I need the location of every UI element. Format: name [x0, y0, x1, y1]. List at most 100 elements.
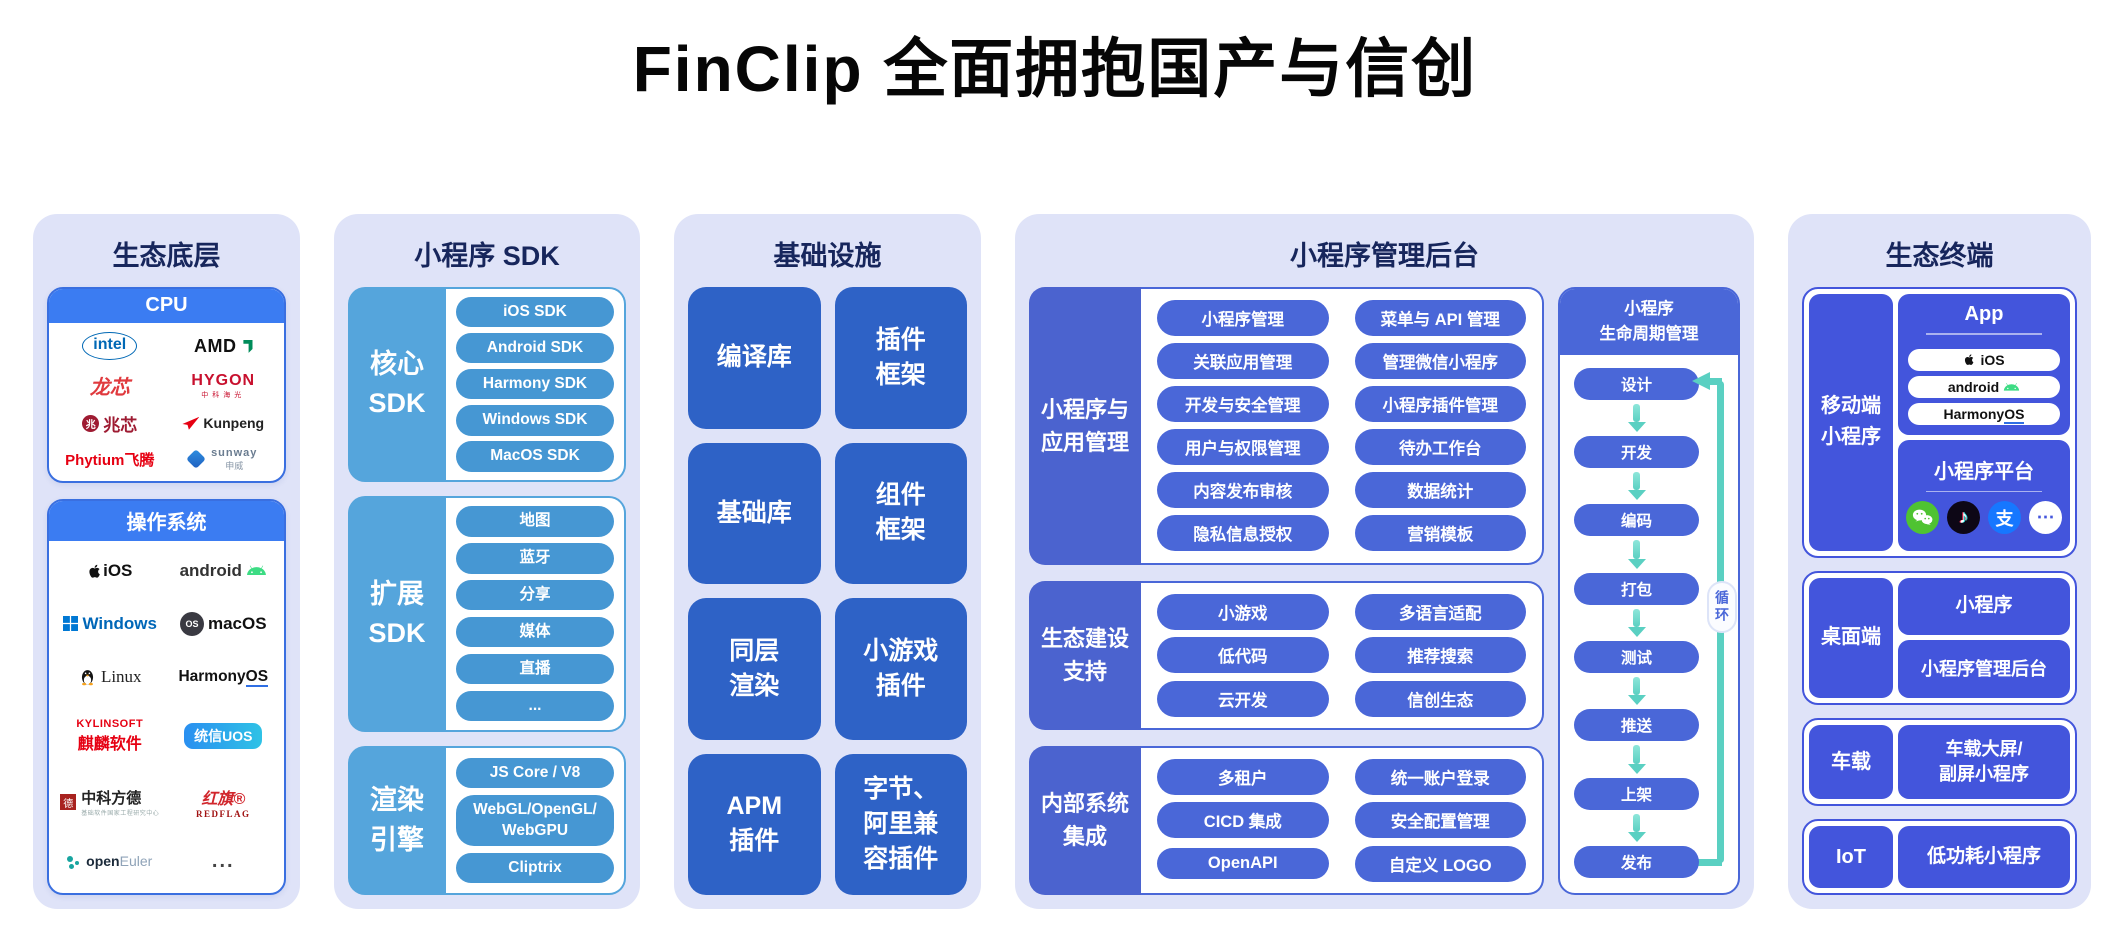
brand-openeuler: openEuler	[67, 853, 152, 871]
brand-fangde: 德中科方德基础软件国家工程研究中心	[60, 787, 159, 817]
sdk-item: JS Core / V8	[456, 757, 614, 788]
lifecycle-panel: 小程序 生命周期管理 设计开发编码打包测试推送上架发布循环	[1558, 287, 1740, 895]
admin-section: 小程序与 应用管理小程序管理关联应用管理开发与安全管理用户与权限管理内容发布审核…	[1029, 287, 1544, 565]
windows-icon	[62, 616, 78, 632]
os-pill-ios: iOS	[1908, 348, 2060, 371]
sdk-item: 地图	[456, 506, 614, 537]
redflag-en-label: REDFLAG	[195, 809, 251, 820]
admin-feature-pill: 统一账户登录	[1354, 758, 1526, 795]
terminal-content: 低功耗小程序	[1898, 826, 2070, 888]
arrow-body	[1627, 471, 1646, 501]
admin-feature-pill: 待办工作台	[1354, 429, 1526, 466]
flow-down-arrow-icon	[1574, 673, 1699, 709]
sdk-group-label: 核心 SDK	[348, 287, 446, 482]
arrow-stem	[1633, 471, 1640, 491]
terminal-box: 小程序	[1898, 577, 2070, 636]
kylin-cn-label: 麒麟软件	[77, 736, 142, 754]
brand-amd: AMD	[194, 336, 253, 357]
terminal-label: 移动端 小程序	[1809, 294, 1893, 551]
admin-feature-pill: 营销模板	[1354, 515, 1526, 552]
admin-feature-pill: CICD 集成	[1157, 802, 1329, 839]
arrow-body	[1627, 608, 1646, 637]
brand-zhaoxin: 兆兆芯	[82, 411, 137, 436]
sdk-item-list: 地图蓝牙分享媒体直播...	[446, 495, 626, 733]
sunway-subtitle: 申威	[225, 460, 244, 471]
sunway-diamond-icon	[186, 449, 206, 469]
loop-line-bottom	[1678, 859, 1722, 866]
admin-rows: 小程序与 应用管理小程序管理关联应用管理开发与安全管理用户与权限管理内容发布审核…	[1029, 287, 1544, 895]
admin-section-label: 小程序与 应用管理	[1029, 287, 1141, 565]
lifecycle-step: 发布	[1574, 846, 1699, 879]
admin-feature-pill: 信创生态	[1354, 680, 1526, 717]
windows-label: Windows	[82, 613, 157, 633]
arrow-stem	[1633, 676, 1640, 696]
sdk-item: Harmony SDK	[456, 369, 614, 400]
arrow-body	[1627, 813, 1646, 843]
macos-label: macOS	[207, 613, 267, 633]
admin-feature-pill: 数据统计	[1354, 472, 1526, 509]
harmonyos-label: HarmonyOS	[178, 667, 269, 687]
lifecycle-step: 推送	[1574, 709, 1699, 742]
admin-body: 小程序与 应用管理小程序管理关联应用管理开发与安全管理用户与权限管理内容发布审核…	[1029, 287, 1740, 895]
eco-base-header: 生态底层	[112, 241, 221, 271]
redflag-cn-label: 红旗®	[201, 791, 246, 809]
android-icon	[246, 564, 267, 577]
platform-card: 小程序平台♪支⋯	[1898, 439, 2070, 551]
sdk-item: ...	[456, 691, 614, 722]
arrow-body	[1627, 540, 1646, 569]
arrow-head	[1627, 832, 1646, 843]
lifecycle-header: 小程序 生命周期管理	[1560, 289, 1738, 355]
openeuler-label: openEuler	[86, 852, 153, 869]
infra-cell: 基础库	[688, 442, 821, 584]
amd-logo: AMD	[194, 335, 237, 356]
lifecycle-step: 测试	[1574, 640, 1699, 673]
arrow-body	[1627, 745, 1646, 774]
admin-section-card: 小程序管理关联应用管理开发与安全管理用户与权限管理内容发布审核隐私信息授权菜单与…	[1141, 287, 1544, 565]
uos-logo: 统信UOS	[184, 723, 263, 750]
terminal-row: 桌面端小程序小程序管理后台	[1802, 570, 2077, 706]
admin-section: 生态建设 支持小游戏低代码云开发多语言适配推荐搜索信创生态	[1029, 580, 1544, 730]
terminal-label: 桌面端	[1809, 577, 1893, 699]
android-label: android	[179, 560, 242, 580]
amd-arrow-icon	[243, 339, 253, 353]
admin-section-label: 内部系统 集成	[1029, 745, 1141, 895]
brand-phytium: Phytium飞腾	[65, 449, 154, 470]
sdk-item: 分享	[456, 580, 614, 611]
admin-feature-pill: 低代码	[1157, 637, 1329, 674]
terminal-box: 车载大屏/ 副屏小程序	[1898, 725, 2070, 800]
arrow-head	[1627, 626, 1646, 637]
lifecycle-steps: 设计开发编码打包测试推送上架发布循环	[1560, 367, 1738, 879]
arrow-stem	[1633, 540, 1640, 559]
alipay-icon: 支	[1988, 501, 2021, 535]
terminal-box: 低功耗小程序	[1898, 826, 2070, 888]
arrow-head	[1627, 490, 1646, 501]
ios-pill-label: iOS	[1980, 351, 2005, 368]
zhaoxin-icon: 兆	[82, 414, 100, 432]
flow-down-arrow-icon	[1574, 468, 1699, 504]
brand-intel: intel	[82, 332, 138, 361]
brand-windows: Windows	[62, 613, 157, 634]
admin-section-label: 生态建设 支持	[1029, 580, 1141, 730]
admin-feature-pill: 多租户	[1157, 758, 1329, 795]
brand-ios: iOS	[87, 561, 132, 581]
sdk-item: iOS SDK	[456, 296, 614, 328]
admin-feature-pill: 关联应用管理	[1157, 343, 1329, 380]
lifecycle-step: 设计	[1574, 367, 1699, 400]
os-card-header: 操作系统	[49, 501, 284, 541]
macos-icon: OS	[179, 611, 204, 636]
